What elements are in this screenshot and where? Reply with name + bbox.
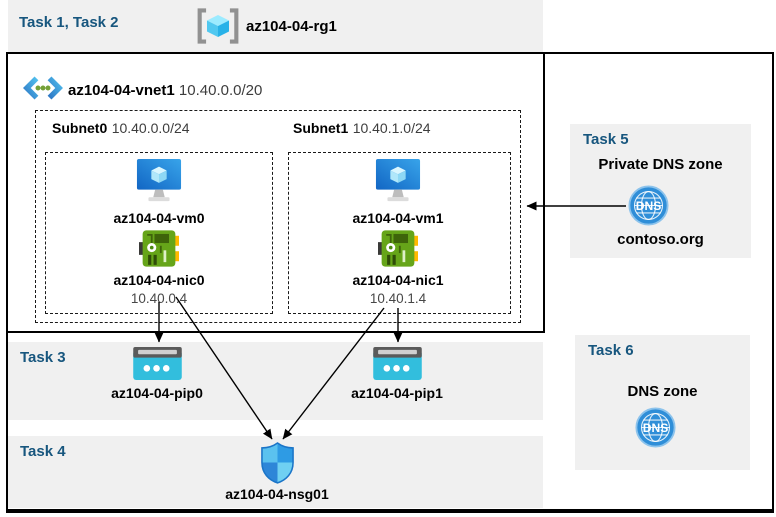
resource-group-icon	[196, 7, 240, 45]
task5-label: Task 5	[583, 131, 629, 148]
subnet0-title: Subnet0 10.40.0.0/24	[52, 120, 190, 138]
subnets-container-box	[35, 110, 521, 323]
subnet0-name: Subnet0	[52, 120, 108, 136]
dns-zone-title: DNS zone	[627, 383, 698, 400]
subnet1-cidr: 10.40.1.0/24	[352, 120, 431, 136]
pip0-label: az104-04-pip0	[111, 385, 203, 401]
task4-label: Task 4	[20, 443, 66, 460]
task6-label: Task 6	[588, 342, 634, 359]
task3-label: Task 3	[20, 349, 66, 366]
dns-globe-icon: DNS	[635, 407, 676, 448]
virtual-machine-icon	[375, 158, 421, 204]
subnet1-title: Subnet1 10.40.1.0/24	[293, 120, 431, 138]
vm1-label: az104-04-vm1	[352, 210, 444, 226]
virtual-network-icon	[23, 73, 63, 103]
network-interface-icon	[139, 227, 179, 270]
dns-globe-icon: DNS	[628, 185, 669, 226]
task6-box	[575, 335, 750, 470]
vnet-title: az104-04-vnet1 10.40.0.0/20	[68, 82, 262, 99]
vnet-name: az104-04-vnet1	[68, 82, 175, 99]
nsg-label: az104-04-nsg01	[225, 486, 329, 502]
network-security-group-shield-icon	[260, 441, 295, 484]
private-dns-zone-name: contoso.org	[617, 231, 704, 248]
task1-2-band	[8, 0, 543, 52]
nic1-ip: 10.40.1.4	[369, 291, 427, 306]
task3-band	[8, 342, 543, 420]
vm0-label: az104-04-vm0	[113, 210, 205, 226]
vnet-box	[6, 52, 545, 333]
subnet1-name: Subnet1	[293, 120, 349, 136]
subnet0-cidr: 10.40.0.0/24	[111, 120, 190, 136]
vnet-cidr: 10.40.0.0/20	[178, 82, 263, 99]
dns-icon-text: DNS	[636, 199, 662, 213]
subnet1-box	[288, 152, 511, 314]
nic1-label: az104-04-nic1	[352, 272, 444, 288]
public-ip-icon	[133, 347, 182, 380]
private-dns-zone-title: Private DNS zone	[598, 156, 723, 173]
virtual-machine-icon	[136, 158, 182, 204]
public-ip-icon	[373, 347, 422, 380]
task1-2-label: Task 1, Task 2	[19, 14, 119, 31]
dns-icon-text: DNS	[643, 421, 669, 435]
pip1-label: az104-04-pip1	[351, 385, 443, 401]
network-interface-icon	[378, 227, 418, 270]
resource-group-name: az104-04-rg1	[246, 18, 337, 35]
nic0-ip: 10.40.0.4	[130, 291, 188, 306]
nic0-label: az104-04-nic0	[113, 272, 205, 288]
